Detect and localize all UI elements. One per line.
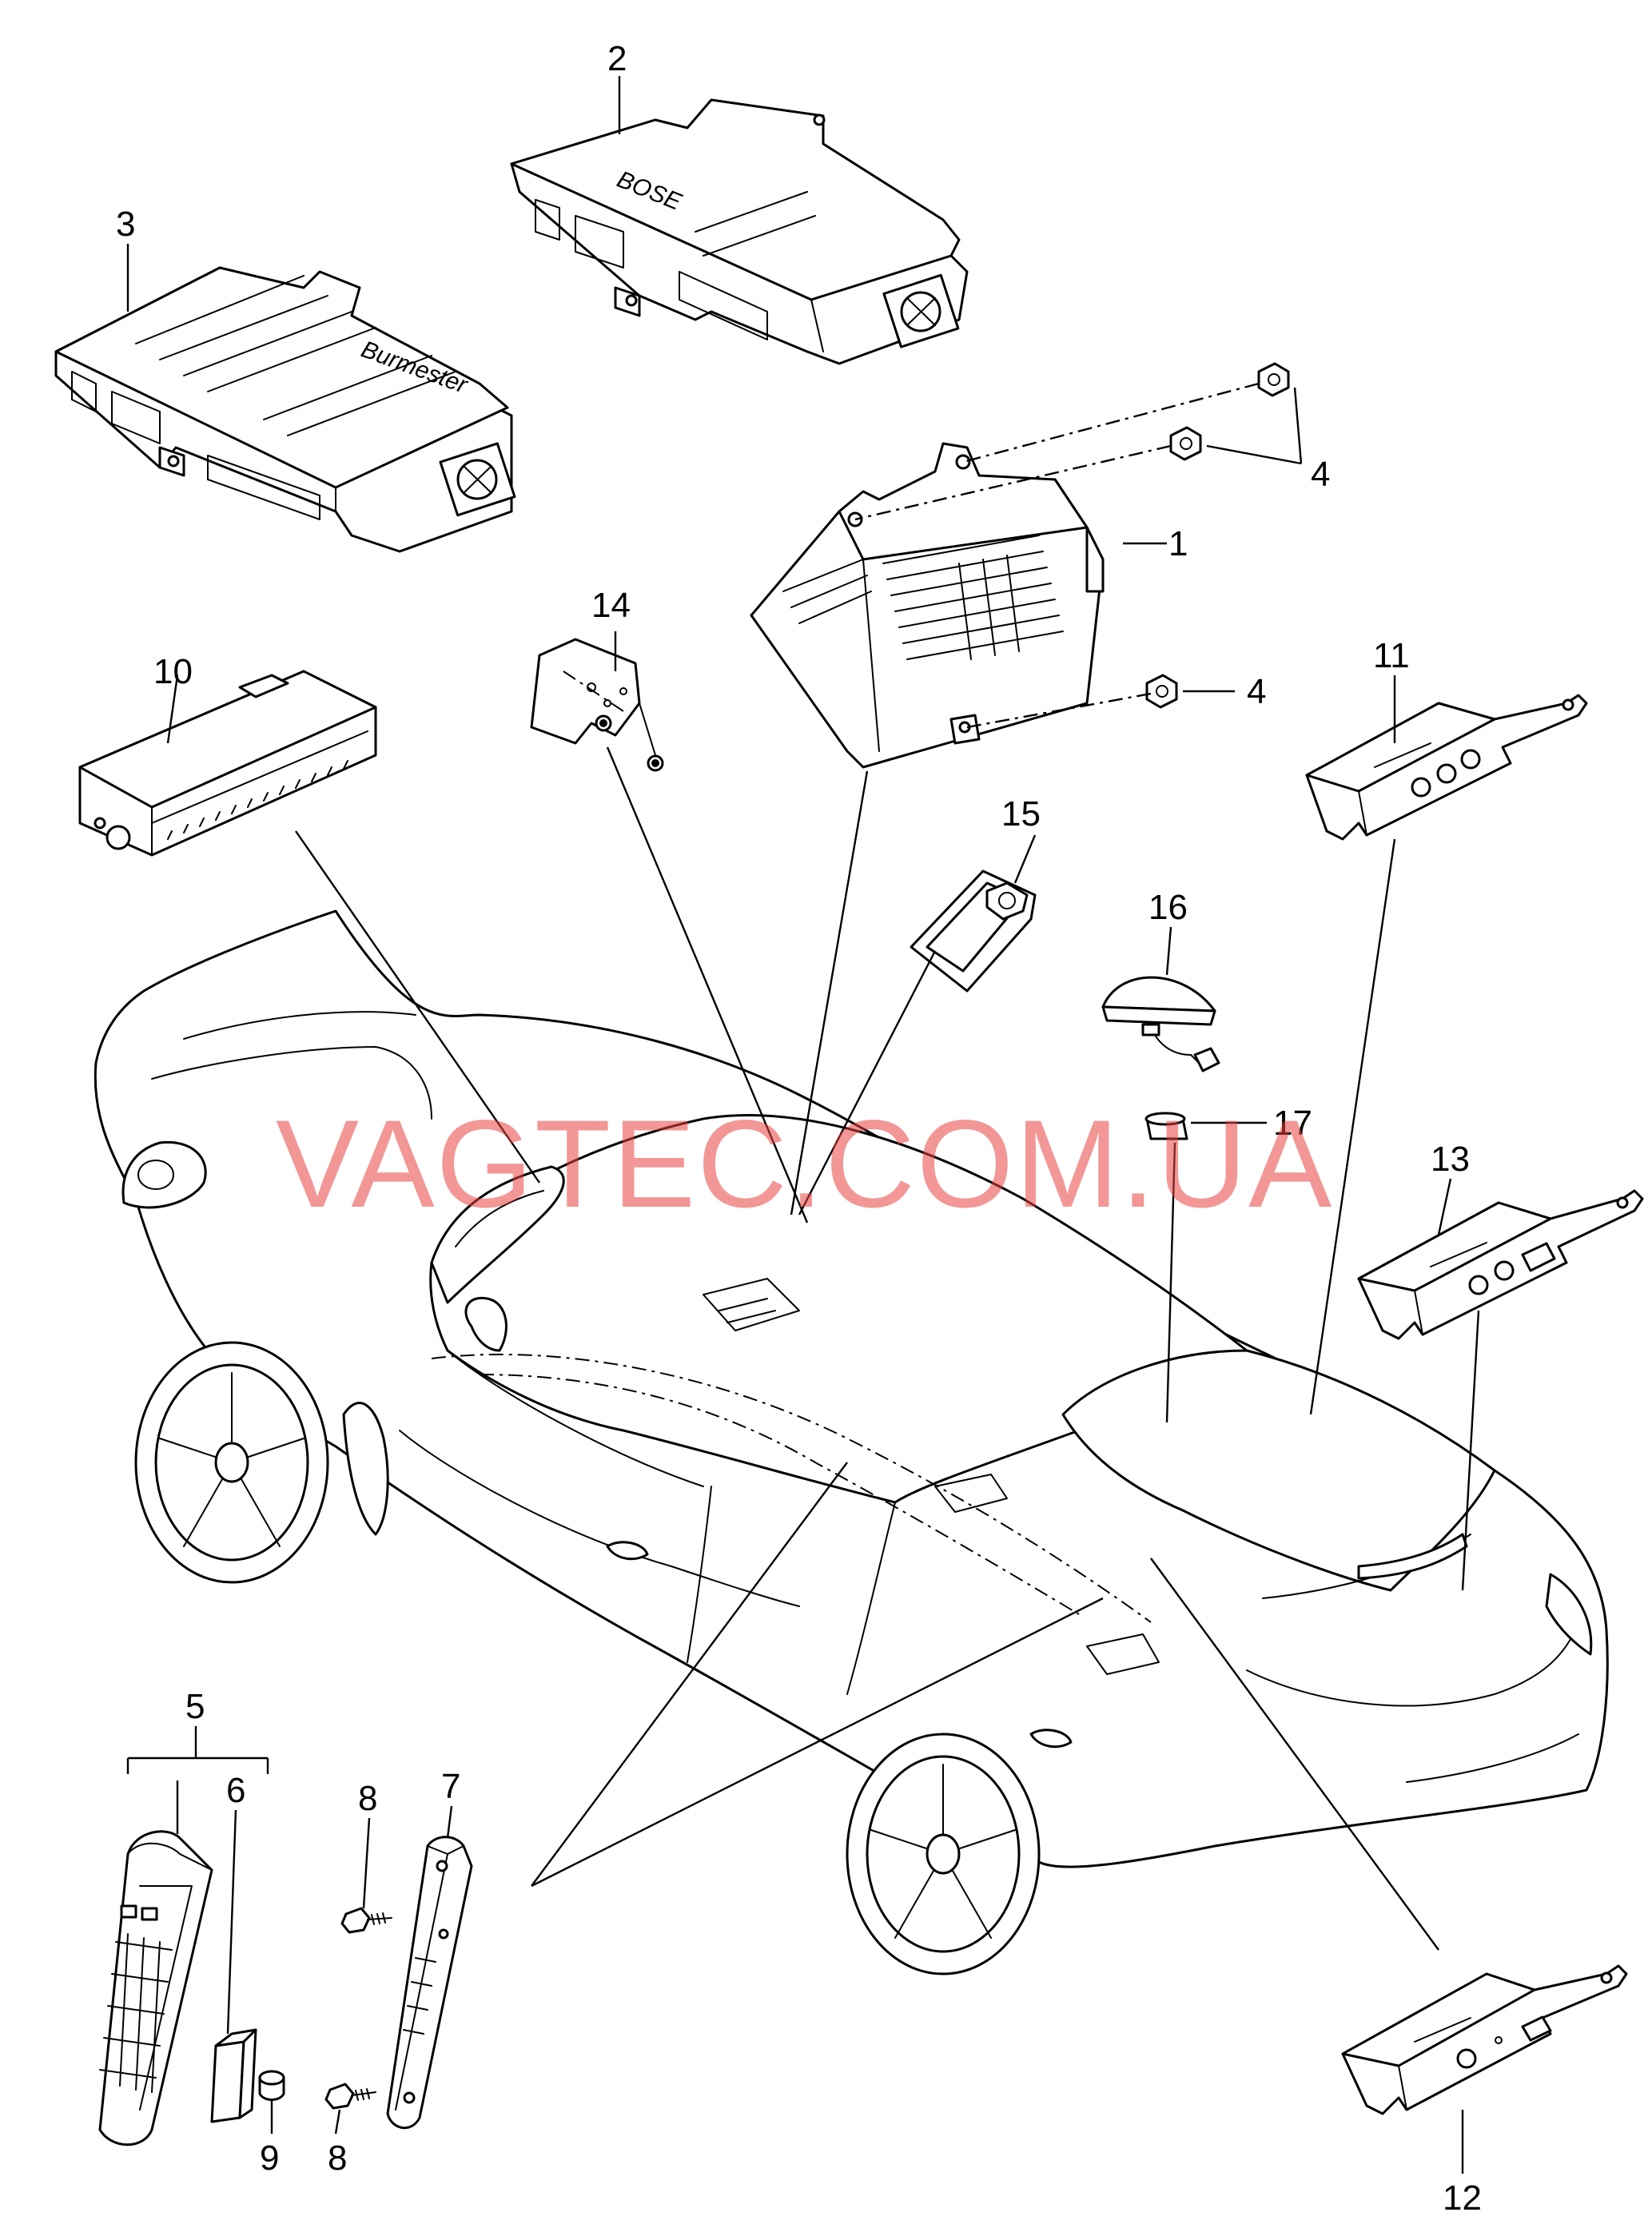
- leader-lines: [126, 76, 1480, 2174]
- label-nut-lower: 4: [1247, 672, 1266, 711]
- label-antenna-amp-mid: 13: [1431, 1140, 1470, 1179]
- label-amplifier-base: 1: [1168, 524, 1188, 563]
- cap: [258, 2070, 285, 2101]
- nuts: [1145, 362, 1290, 709]
- label-small-module: 15: [1001, 794, 1041, 834]
- screws: [324, 1907, 392, 2110]
- bose-amplifier: BOSE: [510, 98, 969, 365]
- label-amplifier-burmester: 3: [116, 205, 135, 244]
- label-screw-top: 8: [358, 1779, 377, 1818]
- small-module: [910, 869, 1037, 993]
- roof-antenna: [1101, 976, 1220, 1072]
- handset-cradle: [386, 1836, 473, 2130]
- label-handset-set: 5: [185, 1687, 205, 1726]
- watermark: VAGTEC.COM.UA: [276, 1095, 1333, 1234]
- label-screw-bottom: 8: [328, 2139, 347, 2178]
- burmester-amplifier: Burmester: [54, 266, 516, 553]
- antenna-amplifier-12: [1341, 1964, 1628, 2115]
- telephone-handset: [98, 1830, 213, 2146]
- antenna-amplifier-13: [1357, 1189, 1644, 1340]
- label-cradle: 7: [441, 1767, 460, 1806]
- base-amplifier: [750, 442, 1105, 769]
- label-cap: 9: [260, 2139, 279, 2178]
- battery: [210, 2028, 257, 2123]
- label-seal: 17: [1273, 1104, 1312, 1143]
- car-outline: [94, 909, 1609, 1975]
- label-antenna-amp-bottom: 12: [1443, 2178, 1482, 2218]
- label-bracket: 14: [591, 586, 631, 625]
- control-unit: [78, 670, 377, 857]
- label-battery: 6: [226, 1771, 245, 1810]
- label-amplifier-bose: 2: [607, 39, 627, 78]
- antenna-amplifier-11: [1305, 694, 1588, 841]
- bracket: [530, 638, 664, 772]
- label-roof-antenna: 16: [1148, 888, 1188, 927]
- callout-labels: 2 3 1 4 4 10 14 15 11 16 17 13 5 6 7 8 8…: [116, 39, 1482, 2218]
- label-nuts: 4: [1311, 455, 1330, 494]
- label-control-unit: 10: [153, 652, 193, 691]
- label-antenna-amp-top: 11: [1373, 636, 1410, 675]
- antenna-seal: [1144, 1112, 1188, 1140]
